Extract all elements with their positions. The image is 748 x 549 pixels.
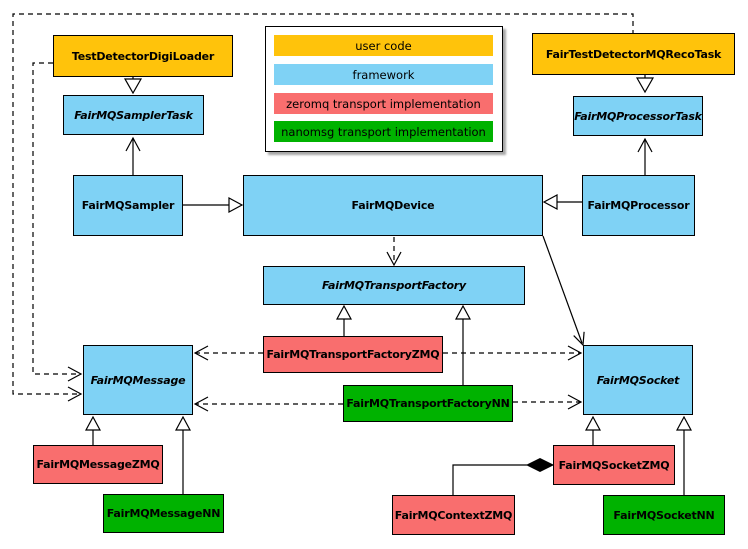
edge-processor-processortask (637, 137, 653, 175)
node-fairmqtransportfactoryzmq: FairMQTransportFactoryZMQ (263, 336, 443, 373)
edge-factorynn-transportfactory (454, 304, 472, 385)
node-fairmqsocketnn: FairMQSocketNN (603, 495, 725, 535)
edge-sampler-samplertask (125, 136, 141, 175)
legend-box: user code framework zeromq transport imp… (265, 26, 503, 152)
node-fairmqmessage: FairMQMessage (83, 345, 193, 415)
edge-factoryzmq-transportfactory (335, 304, 353, 336)
node-fairmqdevice: FairMQDevice (243, 175, 543, 236)
edge-factorynn-socket (513, 394, 583, 410)
node-fairmqcontextzmq: FairMQContextZMQ (392, 495, 515, 535)
edge-factoryzmq-message (193, 345, 263, 361)
node-fairmqsampler: FairMQSampler (73, 175, 183, 236)
edge-digiloader-samplertask (123, 77, 143, 95)
edge-socketzmq-socket (584, 415, 602, 445)
node-fairmqtransportfactorynn: FairMQTransportFactoryNN (343, 385, 513, 422)
edge-recotask-message (12, 13, 634, 402)
node-fairmqsamplertask: FairMQSamplerTask (63, 95, 204, 135)
edge-messagezmq-message (84, 415, 102, 445)
edge-messagenn-message (174, 415, 192, 494)
node-fairmqmessagezmq: FairMQMessageZMQ (33, 445, 163, 484)
edge-socketnn-socket (675, 415, 693, 495)
node-testdetectordigiloader: TestDetectorDigiLoader (53, 35, 233, 77)
edge-device-socket (542, 235, 585, 347)
edge-device-transportfactory (386, 237, 402, 267)
node-fairmqsocketzmq: FairMQSocketZMQ (553, 445, 675, 485)
edge-processor-device (542, 193, 582, 211)
edge-factoryzmq-socket (443, 345, 583, 361)
node-fairmqtransportfactory: FairMQTransportFactory (263, 266, 525, 305)
legend-item-user-code: user code (274, 35, 493, 56)
edge-socketzmq-contextzmq (452, 457, 555, 495)
node-fairmqmessagenn: FairMQMessageNN (103, 494, 224, 533)
legend-item-nanomsg: nanomsg transport implementation (274, 121, 493, 142)
node-fairmqprocessortask: FairMQProcessorTask (573, 96, 703, 136)
edge-factorynn-message (193, 396, 343, 412)
node-fairtestdetectormqrecotask: FairTestDetectorMQRecoTask (532, 33, 735, 75)
edge-digiloader-message (32, 62, 83, 382)
node-fairmqsocket: FairMQSocket (583, 345, 693, 415)
edge-sampler-device (183, 196, 244, 214)
edge-recotask-processortask (635, 75, 655, 94)
node-fairmqprocessor: FairMQProcessor (582, 175, 695, 236)
legend-item-zeromq: zeromq transport implementation (274, 93, 493, 114)
legend-item-framework: framework (274, 64, 493, 85)
